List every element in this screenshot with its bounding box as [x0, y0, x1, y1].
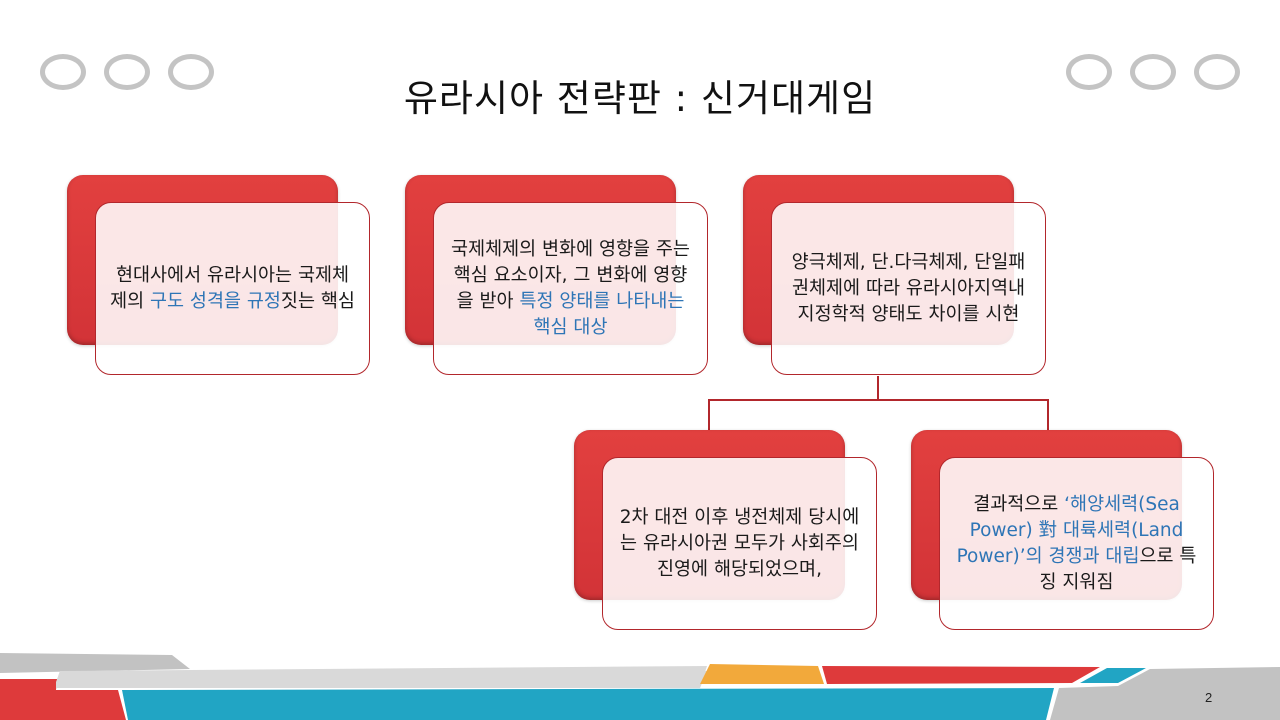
card-text-box: 국제체제의 변화에 영향을 주는 핵심 요소이자, 그 변화에 영향을 받아 특…	[433, 202, 708, 375]
card-text: 2차 대전 이후 냉전체제 당시에는 유라시아권 모두가 사회주의 진영에 해당…	[617, 505, 862, 583]
card-text-box: 양극체제, 단.다극체제, 단일패권체제에 따라 유라시아지역내 지정학적 양태…	[771, 202, 1046, 375]
card-text-box: 2차 대전 이후 냉전체제 당시에는 유라시아권 모두가 사회주의 진영에 해당…	[602, 457, 877, 630]
card-text: 양극체제, 단.다극체제, 단일패권체제에 따라 유라시아지역내 지정학적 양태…	[786, 250, 1031, 328]
decorative-oval-icon	[104, 54, 150, 90]
card-4: 2차 대전 이후 냉전체제 당시에는 유라시아권 모두가 사회주의 진영에 해당…	[574, 430, 877, 630]
connector-line	[708, 399, 1049, 401]
decorative-oval-icon	[40, 54, 86, 90]
body-text: 결과적으로	[973, 493, 1065, 515]
card-text: 결과적으로 ‘해양세력(Sea Power) 對 대륙세력(Land Power…	[954, 492, 1199, 596]
decorative-oval-icon	[1194, 54, 1240, 90]
card-5: 결과적으로 ‘해양세력(Sea Power) 對 대륙세력(Land Power…	[911, 430, 1214, 630]
card-1: 현대사에서 유라시아는 국제체제의 구도 성격을 규정짓는 핵심	[67, 175, 370, 375]
card-text: 국제체제의 변화에 영향을 주는 핵심 요소이자, 그 변화에 영향을 받아 특…	[448, 237, 693, 341]
connector-line	[877, 376, 879, 401]
slide-title: 유라시아 전략판 : 신거대게임	[403, 77, 877, 120]
body-text: 2차 대전 이후 냉전체제 당시에는 유라시아권 모두가 사회주의 진영에 해당…	[619, 506, 860, 580]
card-text: 현대사에서 유라시아는 국제체제의 구도 성격을 규정짓는 핵심	[110, 263, 355, 315]
decorative-oval-icon	[1130, 54, 1176, 90]
decorative-oval-icon	[1066, 54, 1112, 90]
body-text: 으로 특징 지워짐	[1039, 545, 1197, 593]
page-number: 2	[1205, 690, 1213, 705]
footer-decorative-band	[0, 653, 1280, 720]
body-text: 국제체제의 변화에 영향을 주는 핵심 요소이자, 그 변화에 영향을 받아	[451, 238, 690, 312]
highlighted-text: 구도 성격을 규정	[150, 290, 281, 312]
connector-line	[1047, 399, 1049, 431]
body-text: 양극체제, 단.다극체제, 단일패권체제에 따라 유라시아지역내 지정학적 양태…	[791, 251, 1026, 325]
card-text-box: 현대사에서 유라시아는 국제체제의 구도 성격을 규정짓는 핵심	[95, 202, 370, 375]
decorative-oval-icon	[168, 54, 214, 90]
highlighted-text: ‘해양세력(Sea Power) 對 대륙세력(Land Power)’의 경쟁…	[956, 493, 1184, 567]
body-text: 현대사에서 유라시아는 국제체제의	[110, 264, 350, 312]
card-text-box: 결과적으로 ‘해양세력(Sea Power) 對 대륙세력(Land Power…	[939, 457, 1214, 630]
highlighted-text: 특정 양태를 나타내는 핵심 대상	[519, 290, 685, 338]
card-3: 양극체제, 단.다극체제, 단일패권체제에 따라 유라시아지역내 지정학적 양태…	[743, 175, 1046, 375]
card-2: 국제체제의 변화에 영향을 주는 핵심 요소이자, 그 변화에 영향을 받아 특…	[405, 175, 708, 375]
body-text: 짓는 핵심	[280, 290, 355, 312]
connector-line	[708, 399, 710, 431]
